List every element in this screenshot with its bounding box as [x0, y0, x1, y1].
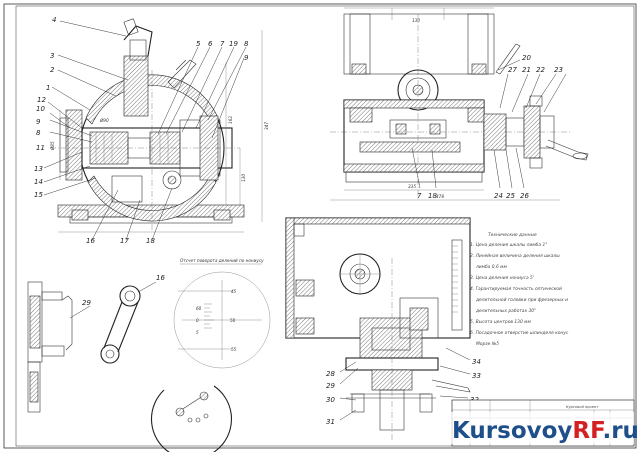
plan-callout: 18 — [428, 192, 437, 200]
front-callout: 5 — [196, 40, 201, 48]
scale-mark: 60 — [196, 306, 202, 311]
scale-mark: 5 — [196, 330, 199, 335]
detail-callout: 16 — [156, 274, 165, 282]
tech-line: лимба 0,6 мм — [475, 264, 507, 270]
watermark-part3: .ru — [602, 418, 638, 444]
front-callout: 15 — [34, 191, 43, 199]
plan-callout: 7 — [417, 192, 422, 200]
watermark-part1: Kursovoy — [452, 418, 572, 444]
svg-text:Ø90: Ø90 — [99, 118, 109, 123]
tech-line: 3. Цена деления нониуса 5' — [470, 275, 534, 281]
front-callout: 14 — [34, 178, 43, 186]
watermark-part2: RF — [572, 418, 604, 444]
front-callout: 8 — [36, 129, 41, 137]
lower-section-view: 28 29 30 31 33 32 34 — [285, 217, 481, 440]
front-callout: 13 — [34, 165, 43, 173]
front-callout: 4 — [52, 16, 56, 24]
title-block-name: Курсовой проект — [566, 405, 599, 409]
tech-line: 4. Гарантируемая точность оптической — [470, 286, 562, 292]
scale-mark: 50 — [230, 318, 236, 323]
scale-detail: Отсчет поворота делений по нониусу 45 50… — [173, 258, 271, 369]
front-view: 162 347 130 Ø90 Ø85 4 3 2 1 10 9 8 13 14 — [34, 16, 269, 245]
front-callout: 9 — [244, 54, 249, 62]
tech-line: 1. Цена деления шкалы лимба 1° — [470, 242, 547, 248]
front-callout: 19 — [229, 40, 238, 48]
svg-text:335: 335 — [408, 184, 416, 189]
front-callout: 10 — [36, 105, 45, 113]
plan-callout: 27 — [508, 66, 517, 74]
front-callout: 2 — [50, 66, 55, 74]
front-callout: 9 — [36, 118, 41, 126]
svg-text:130: 130 — [241, 174, 246, 182]
tech-line: делительной головки при фрезерных и — [475, 297, 568, 303]
front-callout: 18 — [146, 237, 155, 245]
scale-mark: 0 — [196, 318, 199, 323]
scale-mark: 55 — [231, 347, 237, 352]
section-caption: Отсчет поворота делений по нониусу — [180, 258, 264, 263]
plan-callout: 21 — [522, 66, 531, 74]
lower-callout: 29 — [326, 382, 335, 390]
sheet-frame — [3, 3, 637, 449]
lower-callout: 34 — [472, 358, 481, 366]
front-callout: 12 — [37, 96, 46, 104]
plan-callout: 22 — [536, 66, 545, 74]
front-callout: 3 — [50, 52, 54, 60]
front-callout: 7 — [220, 40, 225, 48]
front-callout: 11 — [36, 144, 45, 152]
lower-callout: 30 — [326, 396, 335, 404]
tech-line: 5. Высота центров 130 мм — [470, 319, 531, 325]
svg-text:162: 162 — [228, 116, 233, 124]
scale-mark: 45 — [231, 289, 237, 294]
plan-callout: 23 — [554, 66, 563, 74]
plan-callout: 20 — [522, 54, 531, 62]
front-callout: 1 — [46, 84, 50, 92]
plan-callout: 26 — [520, 192, 529, 200]
detail-callout: 29 — [82, 299, 91, 307]
svg-text:347: 347 — [264, 122, 269, 130]
front-callout: 17 — [120, 237, 129, 245]
plan-callout: 25 — [506, 192, 515, 200]
tech-line: 2. Линейная величина деления шкалы — [470, 253, 560, 259]
front-callout: 8 — [244, 40, 249, 48]
tech-line: 6. Посадочное отверстие шпинделя конус — [470, 330, 569, 336]
svg-text:130: 130 — [412, 18, 420, 23]
sheet-inner-frame — [15, 5, 635, 447]
svg-text:KursovoyRF.ru: KursovoyRF.ru — [452, 418, 639, 444]
technical-requirements: Технические данные 1. Цена деления шкалы… — [470, 232, 569, 347]
lower-callout: 31 — [326, 418, 335, 426]
front-callout: 16 — [86, 237, 95, 245]
plan-view: 130 335 478 — [330, 7, 589, 201]
detail-views: 29 16 — [27, 274, 232, 452]
tech-title: Технические данные — [488, 232, 537, 238]
svg-text:Ø85: Ø85 — [50, 141, 55, 151]
plan-callout: 24 — [494, 192, 503, 200]
watermark-logo: KursovoyRF.ru — [448, 412, 639, 444]
front-callout: 6 — [208, 40, 213, 48]
tech-line: делительных работах 30'' — [475, 308, 537, 314]
lower-callout: 33 — [472, 372, 481, 380]
svg-text:478: 478 — [436, 194, 444, 199]
tech-line: Морзе №5 — [476, 341, 499, 347]
lower-callout: 28 — [326, 370, 335, 378]
